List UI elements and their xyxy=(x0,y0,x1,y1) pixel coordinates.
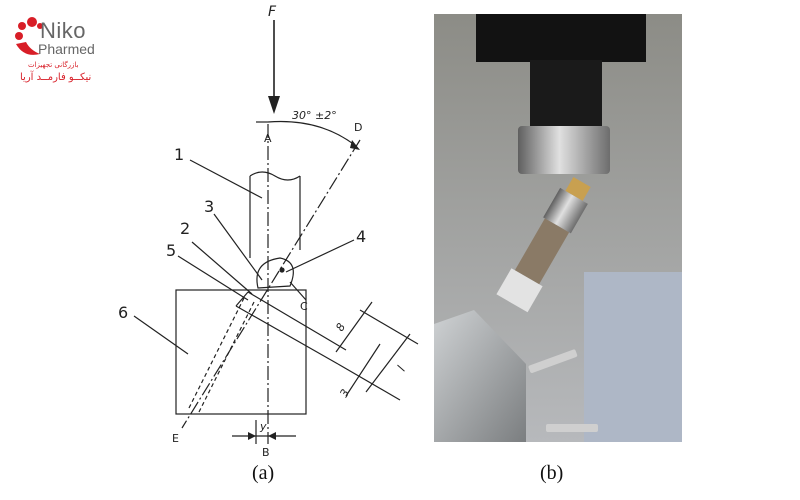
caption-a: (a) xyxy=(252,462,275,484)
callout-4: 4 xyxy=(356,227,366,246)
logo-brand-subtext: Pharmed xyxy=(38,41,95,57)
dim-l-line xyxy=(365,333,411,393)
logo-brand-text: Niko xyxy=(40,18,87,43)
callout-1-leader xyxy=(189,159,263,199)
fixture-plate xyxy=(434,310,526,442)
fixture-bolt-2 xyxy=(546,424,598,432)
dim-8-line xyxy=(335,301,373,353)
dim-8-ext xyxy=(359,309,419,345)
test-machine-photo xyxy=(434,14,682,442)
point-label-b: B xyxy=(262,446,270,459)
point-label-a: A xyxy=(264,132,272,145)
implant-edge-top xyxy=(247,291,347,351)
force-arrow-head xyxy=(268,96,280,114)
caption-b: (b) xyxy=(540,462,564,484)
machine-head-top xyxy=(476,14,646,62)
dim-label-3: 3 xyxy=(337,387,352,400)
axis-d-e xyxy=(181,139,361,429)
dim-label-8: 8 xyxy=(333,321,348,334)
dim-3-line xyxy=(345,343,381,397)
angle-arc xyxy=(267,120,357,147)
test-setup-diagram: F A B 30° ±2° D E 8 l 3 y 1 2 3 4 5 xyxy=(118,4,419,459)
force-label: F xyxy=(268,4,277,20)
callout-c-leader xyxy=(289,281,307,301)
fixture-bolt-1 xyxy=(528,349,578,373)
callout-1: 1 xyxy=(174,145,184,164)
implant-edge-bottom xyxy=(235,305,339,365)
load-applicator xyxy=(249,171,301,258)
point-label-d: D xyxy=(354,121,362,134)
dim-y-arrow-right xyxy=(268,432,276,440)
logo-persian-name: نیکــو فارمــد آریا xyxy=(20,72,92,83)
angle-label: 30° ±2° xyxy=(292,109,337,122)
angle-arc-arrow xyxy=(350,140,360,150)
callout-4-leader xyxy=(285,239,355,273)
nikopharmed-logo: Niko Pharmed بازرگانی تجهیزات نیکــو فار… xyxy=(10,14,100,94)
hemispherical-cap xyxy=(256,257,294,289)
photo-blue-backdrop xyxy=(584,272,682,442)
callout-5: 5 xyxy=(166,241,176,260)
callout-3-leader xyxy=(213,213,263,281)
implant-end xyxy=(235,291,249,307)
dim-label-y: y xyxy=(259,420,267,433)
dim-label-l: l xyxy=(394,363,408,373)
hidden-line-1 xyxy=(187,297,245,411)
fixture-block xyxy=(175,289,307,415)
dim-y-arrow-left xyxy=(248,432,256,440)
logo-dots-icon xyxy=(15,17,43,55)
cap-center-dot xyxy=(279,267,285,273)
callout-2-leader xyxy=(191,241,253,295)
point-label-e: E xyxy=(172,432,179,445)
dim-l-ext xyxy=(337,363,401,401)
point-label-c: C xyxy=(300,300,308,313)
callout-3: 3 xyxy=(204,197,214,216)
logo-persian-tagline: بازرگانی تجهیزات xyxy=(28,61,79,69)
machine-head-neck xyxy=(530,60,602,132)
callout-6-leader xyxy=(133,315,189,355)
load-piston xyxy=(518,126,610,174)
implant-specimen xyxy=(496,177,591,313)
callout-2: 2 xyxy=(180,219,190,238)
callout-5-leader xyxy=(177,255,249,301)
hidden-line-2 xyxy=(197,301,255,415)
callout-6: 6 xyxy=(118,303,128,322)
